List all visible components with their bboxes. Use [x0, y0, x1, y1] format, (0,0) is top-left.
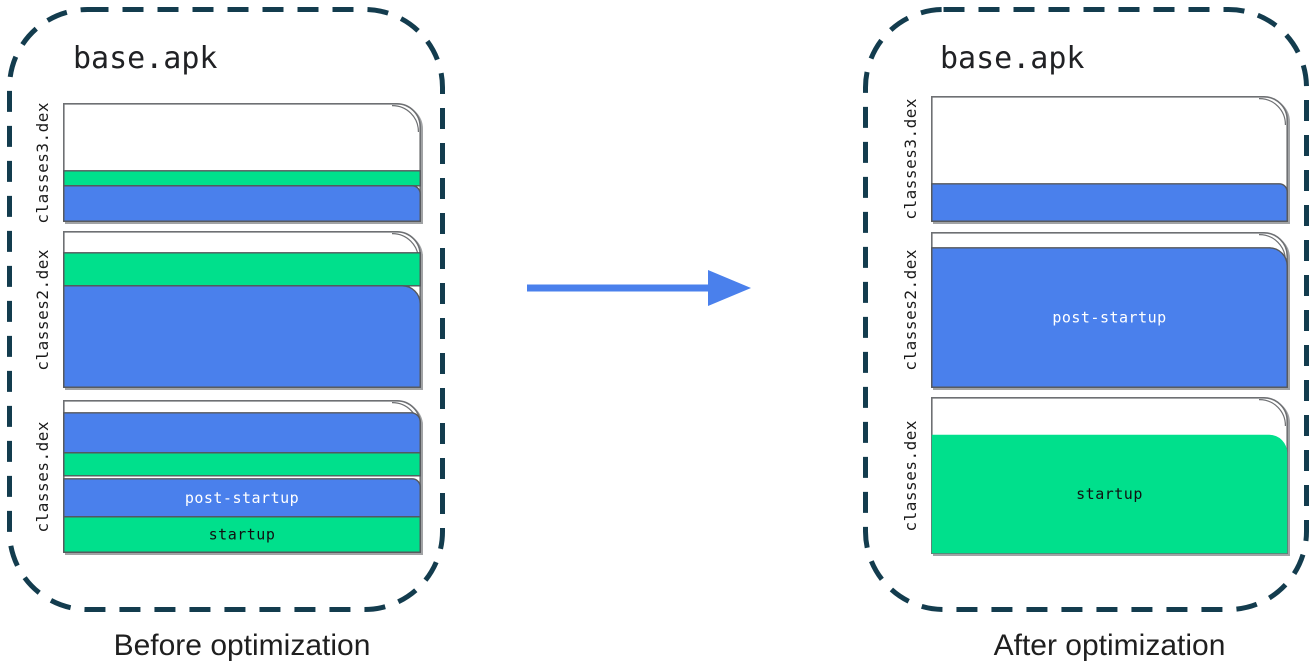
arrow-head	[708, 270, 751, 306]
segment-startup	[63, 516, 421, 553]
segment-post-startup	[63, 412, 421, 454]
file-label-classes3-dex-after: classes3.dex	[893, 96, 927, 222]
arrow-shaft	[527, 284, 710, 292]
file-classes-dex-before: post-startup startup	[63, 400, 421, 553]
panel-before-title: base.apk	[73, 41, 218, 76]
dashed-container-outline-before	[7, 7, 445, 612]
segment-post-startup	[931, 183, 1288, 222]
file-classes-dex-after: startup	[931, 397, 1288, 554]
file-label-text: classes.dex	[900, 419, 920, 532]
file-label-text: classes3.dex	[32, 101, 52, 224]
file-classes2-dex-after: post-startup	[931, 232, 1288, 388]
panel-before-dashed-border	[7, 7, 445, 612]
caption-after: After optimization	[993, 629, 1226, 662]
segment-post-startup	[63, 285, 421, 388]
page-curl-line	[1258, 97, 1287, 126]
panel-after-title: base.apk	[940, 41, 1085, 76]
file-label-classes-dex-before: classes.dex	[25, 400, 59, 553]
file-classes2-dex-before	[63, 231, 421, 388]
page-curl-line	[391, 104, 420, 133]
dashed-container-outline-after	[863, 7, 1309, 612]
file-label-classes-dex-after: classes.dex	[893, 397, 927, 554]
panel-before: base.apk classes3.dex classes2.dex classes…	[7, 7, 445, 612]
file-label-classes2-dex-before: classes2.dex	[25, 231, 59, 388]
segment-label-startup: startup	[209, 526, 276, 544]
segment-label-post-startup: post-startup	[185, 489, 299, 507]
segment-startup	[931, 434, 1288, 554]
file-label-text: classes2.dex	[32, 248, 52, 371]
segment-startup	[63, 252, 421, 287]
segment-label-startup: startup	[1076, 485, 1143, 503]
file-label-classes2-dex-after: classes2.dex	[893, 232, 927, 388]
segment-post-startup	[63, 185, 421, 222]
panel-after-dashed-border	[863, 7, 1309, 612]
file-label-text: classes.dex	[32, 420, 52, 533]
caption-before: Before optimization	[113, 629, 371, 662]
file-classes3-dex-after	[931, 96, 1288, 222]
file-classes3-dex-before	[63, 103, 421, 222]
file-label-classes3-dex-before: classes3.dex	[25, 101, 59, 224]
file-label-text: classes3.dex	[900, 98, 920, 220]
segment-post-startup	[931, 247, 1288, 388]
segment-startup	[63, 452, 421, 477]
optimization-arrow-icon	[527, 270, 751, 306]
page-curl-line	[1258, 398, 1287, 427]
panel-after: base.apk classes3.dex classes2.dex post-st…	[863, 7, 1309, 612]
segment-startup	[63, 170, 421, 187]
segment-label-post-startup: post-startup	[1052, 309, 1166, 327]
file-label-text: classes2.dex	[900, 249, 920, 371]
